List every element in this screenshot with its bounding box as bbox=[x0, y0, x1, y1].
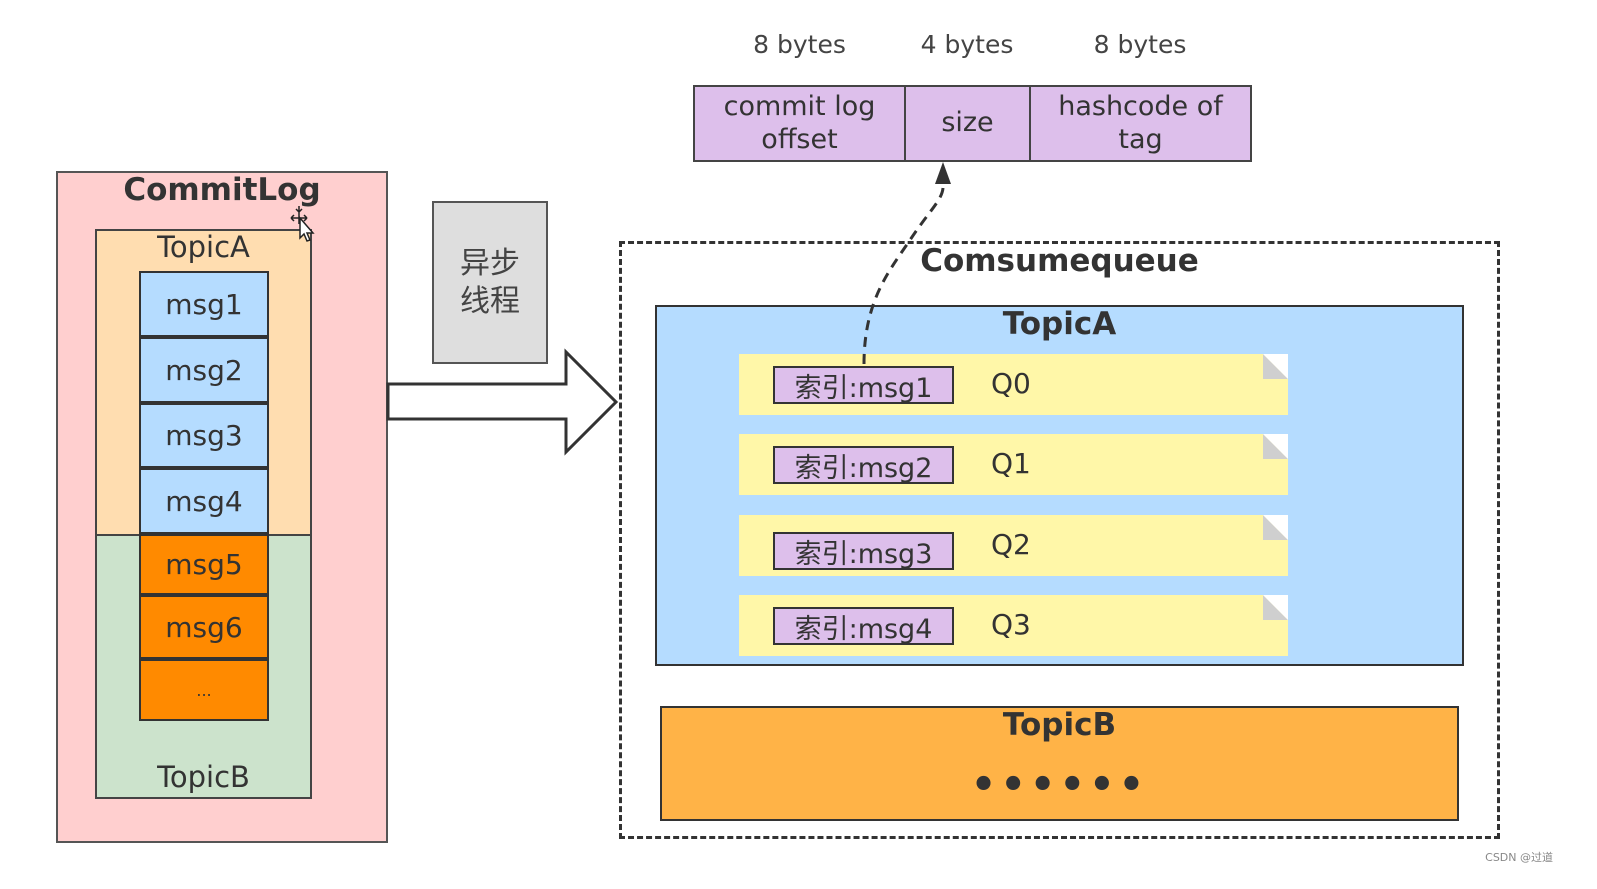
message-cell: ... bbox=[139, 659, 269, 721]
queue-name: Q3 bbox=[991, 608, 1031, 641]
async-thread-label-line1: 异步 bbox=[460, 246, 520, 281]
hashcode-of-tag-field: hashcode of tag bbox=[1029, 85, 1252, 162]
message-cell: msg4 bbox=[139, 468, 269, 534]
message-cell: msg6 bbox=[139, 595, 269, 659]
mouse-cursor-icon bbox=[290, 206, 315, 242]
async-thread-box: 异步 线程 bbox=[432, 201, 548, 364]
consumequeue-container bbox=[619, 241, 1500, 839]
byte-size-label: 8 bytes bbox=[753, 30, 846, 59]
commitlog-topicb-label: TopicB bbox=[157, 760, 250, 794]
queue-index-entry: 索引:msg1 bbox=[773, 366, 954, 404]
consumequeue-topica-title: TopicA bbox=[1002, 306, 1117, 342]
field-text: offset bbox=[761, 123, 838, 155]
message-cell: msg3 bbox=[139, 403, 269, 468]
consumequeue-topicb-ellipsis: •••••• bbox=[970, 762, 1149, 808]
watermark-text: CSDN @过道 bbox=[1485, 851, 1553, 864]
queue-note bbox=[739, 354, 1288, 415]
folded-corner-icon bbox=[1263, 354, 1288, 379]
consumequeue-topicb-box bbox=[660, 706, 1459, 821]
index-format-pointer-arrow bbox=[862, 162, 951, 365]
commitlog-topica-label: TopicA bbox=[157, 230, 250, 264]
field-text: hashcode of bbox=[1058, 91, 1223, 123]
queue-index-entry: 索引:msg4 bbox=[773, 607, 954, 645]
folded-corner-icon bbox=[1263, 515, 1288, 540]
queue-index-entry: 索引:msg2 bbox=[773, 446, 954, 484]
commit-log-offset-field: commit log offset bbox=[693, 85, 906, 162]
queue-index-entry: 索引:msg3 bbox=[773, 532, 954, 570]
field-text: commit log bbox=[723, 91, 876, 123]
queue-name: Q1 bbox=[991, 447, 1031, 480]
consumequeue-topicb-title: TopicB bbox=[1002, 707, 1117, 743]
commitlog-title: CommitLog bbox=[123, 172, 321, 208]
async-flow-arrow bbox=[386, 348, 619, 456]
queue-name: Q2 bbox=[991, 528, 1031, 561]
byte-size-label: 4 bytes bbox=[920, 30, 1014, 59]
message-cell: msg5 bbox=[139, 534, 269, 595]
async-thread-label-line2: 线程 bbox=[460, 283, 520, 319]
byte-size-label: 8 bytes bbox=[1093, 30, 1187, 59]
folded-corner-icon bbox=[1263, 434, 1288, 459]
message-cell: msg2 bbox=[139, 337, 269, 403]
folded-corner-icon bbox=[1263, 595, 1288, 620]
queue-name: Q0 bbox=[991, 367, 1031, 400]
size-field: size bbox=[904, 85, 1031, 162]
consumequeue-title: Comsumequeue bbox=[920, 243, 1199, 279]
field-text: tag bbox=[1118, 123, 1163, 155]
message-cell: msg1 bbox=[139, 271, 269, 337]
